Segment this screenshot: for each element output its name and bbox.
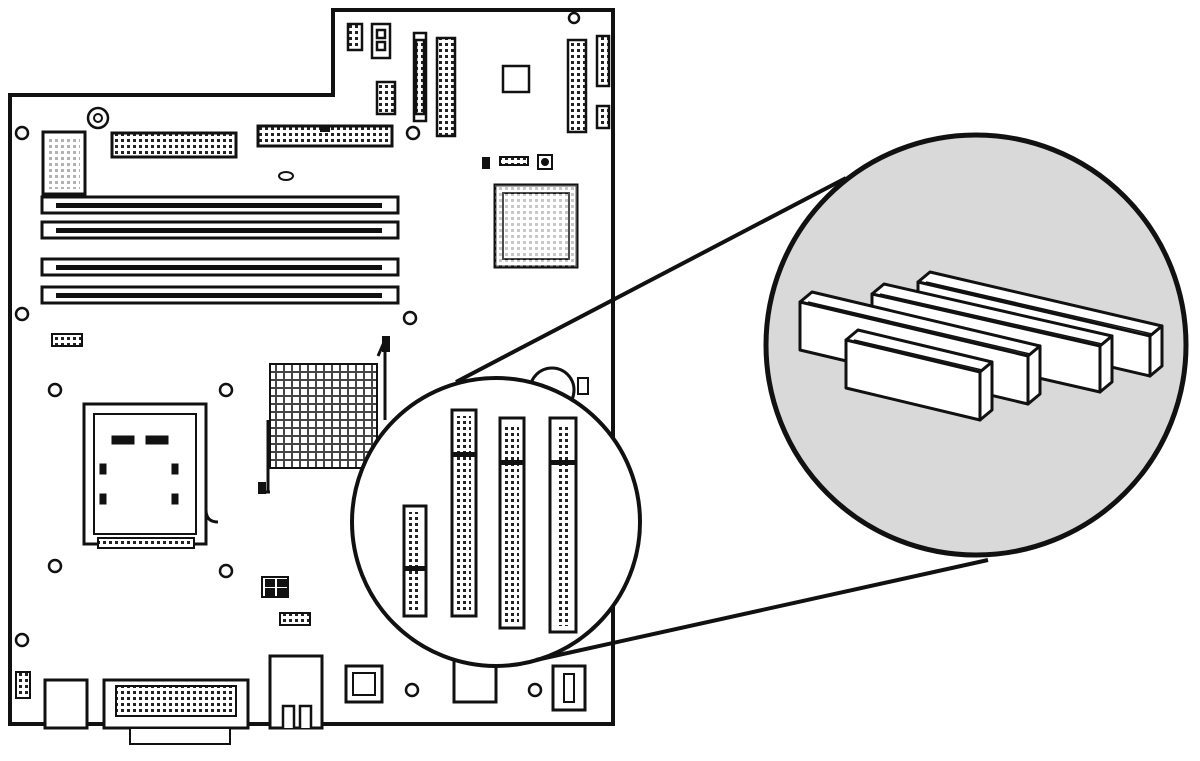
heatsink xyxy=(258,336,390,494)
mounting-hole xyxy=(567,11,581,25)
top-headers xyxy=(346,22,611,138)
expansion-slot-3d xyxy=(844,328,994,422)
mounting-hole xyxy=(404,682,420,698)
expansion-slots-callout xyxy=(350,376,642,668)
lan-port xyxy=(268,654,324,730)
led-row xyxy=(482,154,553,170)
fan-header xyxy=(51,333,83,347)
bios-chip xyxy=(41,130,87,196)
mounting-hole xyxy=(47,382,63,398)
buzzer-icon xyxy=(86,106,110,130)
io-header xyxy=(15,671,31,699)
ide-connector xyxy=(256,124,394,148)
cpu-socket xyxy=(82,402,219,549)
mounting-hole xyxy=(47,558,63,574)
ps2-port xyxy=(43,678,89,730)
small-header xyxy=(279,612,311,626)
mounting-hole xyxy=(405,125,421,141)
mounting-hole xyxy=(402,310,418,326)
mounting-hole xyxy=(218,563,234,579)
mounting-hole xyxy=(527,682,543,698)
mounting-hole xyxy=(218,382,234,398)
power-connector-4pin xyxy=(261,576,289,598)
memory-slots xyxy=(40,195,400,305)
mounting-hole xyxy=(14,306,30,322)
front-panel-port xyxy=(551,664,587,712)
zoom-connector-lines xyxy=(455,176,989,662)
power-connector xyxy=(110,131,238,159)
mounting-holes xyxy=(14,11,581,698)
mounting-hole xyxy=(14,125,30,141)
mounting-hole xyxy=(14,632,30,648)
zoom-callout xyxy=(763,132,1189,558)
chipset xyxy=(493,183,579,269)
